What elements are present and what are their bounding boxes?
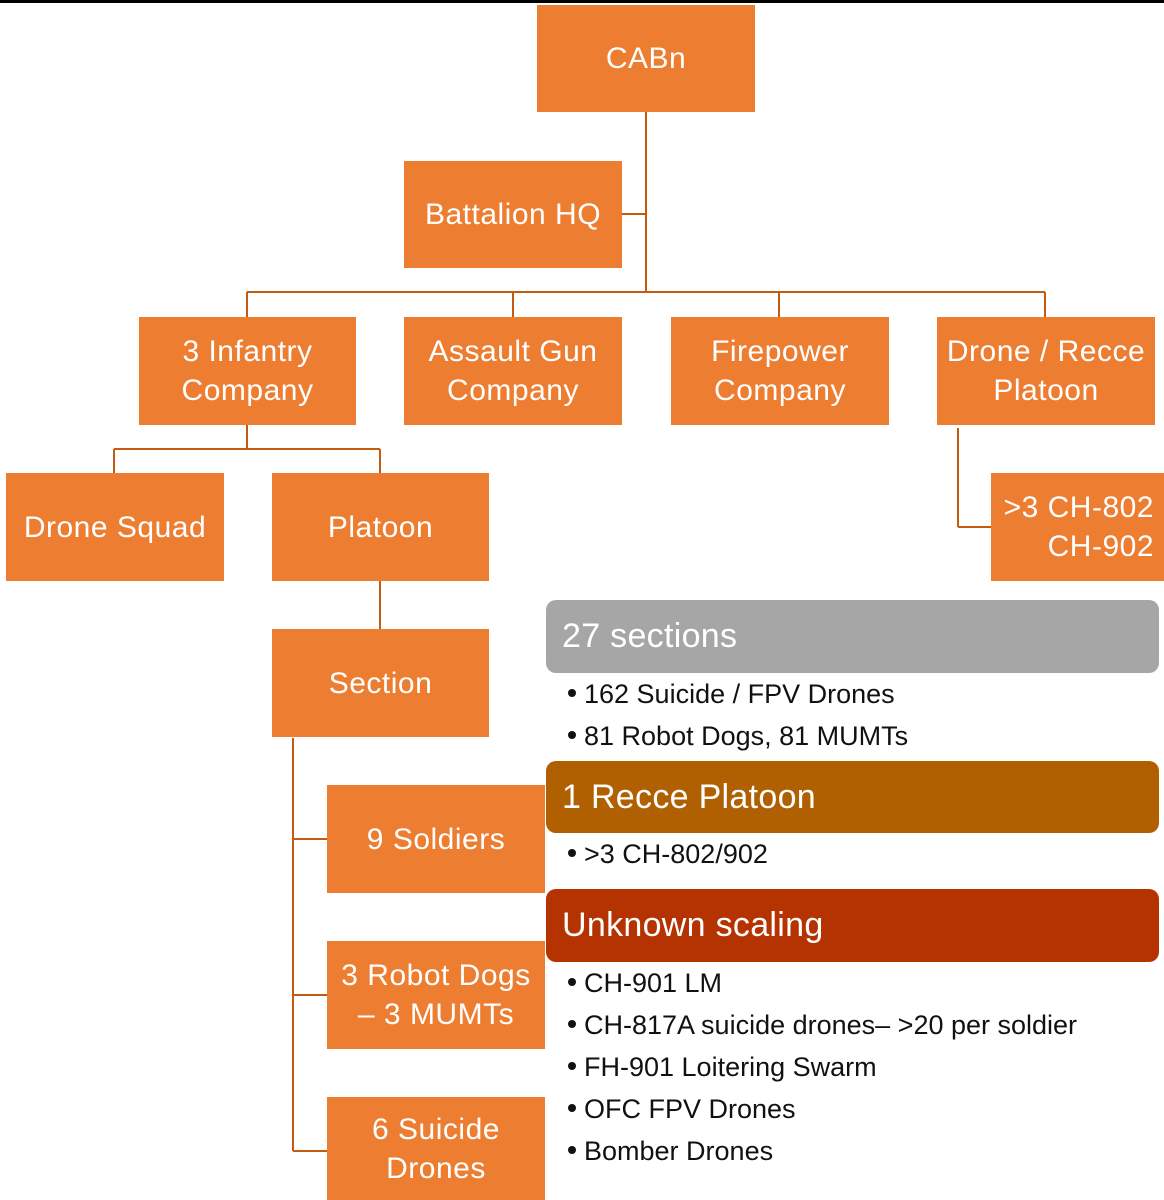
list-item: 81 Robot Dogs, 81 MUMTs: [562, 715, 908, 757]
robot-dogs-box: 3 Robot Dogs – 3 MUMTs: [327, 941, 545, 1049]
firepower-company-line-1: Firepower: [711, 335, 849, 368]
ch-models-line-1: >3 CH-802: [1003, 491, 1154, 524]
platoon-label: Platoon: [327, 510, 434, 544]
list-item-text: CH-817A suicide drones– >20 per soldier: [584, 1010, 1078, 1040]
bullet-icon: [568, 849, 576, 858]
firepower-company-box: Firepower Company: [671, 317, 889, 425]
bullet-icon: [568, 1062, 576, 1071]
list-item-text: 81 Robot Dogs, 81 MUMTs: [584, 721, 909, 751]
bullet-icon: [568, 978, 576, 987]
list-item-text: FH-901 Loitering Swarm: [584, 1052, 877, 1082]
unknown-list: CH-901 LM CH-817A suicide drones– >20 pe…: [562, 962, 1077, 1172]
robot-dogs-line-2: – 3 MUMTs: [357, 998, 515, 1031]
bullet-icon: [568, 1104, 576, 1113]
list-item: OFC FPV Drones: [562, 1088, 1077, 1130]
platoon-box: Platoon: [272, 473, 489, 581]
drone-squad-label: Drone Squad: [23, 510, 207, 544]
drone-recce-platoon-line-1: Drone / Recce: [946, 335, 1146, 368]
soldiers-label: 9 Soldiers: [366, 822, 506, 856]
sections-header-text: 27 sections: [562, 617, 738, 655]
list-item-text: Bomber Drones: [584, 1136, 774, 1166]
list-item: Bomber Drones: [562, 1130, 1077, 1172]
assault-gun-company-line-1: Assault Gun: [428, 335, 598, 368]
cabn-label: CABn: [605, 42, 687, 75]
list-item-text: >3 CH-802/902: [584, 839, 768, 869]
bullet-icon: [568, 1146, 576, 1155]
battalion-hq-label: Battalion HQ: [424, 198, 602, 231]
unknown-header: Unknown scaling: [546, 889, 1159, 962]
ch-models-box: >3 CH-802 CH-902: [991, 473, 1164, 581]
drone-recce-platoon-box: Drone / Recce Platoon: [937, 317, 1155, 425]
list-item-text: OFC FPV Drones: [584, 1094, 796, 1124]
drone-squad-box: Drone Squad: [6, 473, 224, 581]
section-box: Section: [272, 629, 489, 737]
suicide-drones-box: 6 Suicide Drones: [327, 1097, 545, 1200]
list-item-text: CH-901 LM: [584, 968, 723, 998]
list-item: FH-901 Loitering Swarm: [562, 1046, 1077, 1088]
list-item: CH-901 LM: [562, 962, 1077, 1004]
unknown-header-text: Unknown scaling: [562, 906, 824, 944]
bullet-icon: [568, 731, 576, 740]
sections-header: 27 sections: [546, 600, 1159, 673]
recce-header-text: 1 Recce Platoon: [562, 777, 816, 816]
bullet-icon: [568, 1020, 576, 1029]
list-item: 162 Suicide / FPV Drones: [562, 673, 908, 715]
suicide-drones-line-2: Drones: [386, 1151, 486, 1185]
cabn-box: CABn: [537, 5, 755, 112]
section-label: Section: [328, 666, 433, 700]
bullet-icon: [568, 689, 576, 698]
infantry-company-line-1: 3 Infantry: [182, 335, 313, 368]
top-rule: [0, 0, 1164, 3]
list-item: CH-817A suicide drones– >20 per soldier: [562, 1004, 1077, 1046]
battalion-hq-box: Battalion HQ: [404, 161, 622, 268]
ch-models-line-2: CH-902: [1047, 530, 1154, 563]
recce-list: >3 CH-802/902: [562, 833, 768, 875]
list-item-text: 162 Suicide / FPV Drones: [584, 679, 895, 709]
robot-dogs-line-1: 3 Robot Dogs: [341, 959, 531, 992]
infantry-company-box: 3 Infantry Company: [139, 317, 356, 425]
sections-list: 162 Suicide / FPV Drones 81 Robot Dogs, …: [562, 673, 908, 757]
assault-gun-company-box: Assault Gun Company: [404, 317, 622, 425]
list-item: >3 CH-802/902: [562, 833, 768, 875]
firepower-company-line-2: Company: [714, 374, 846, 407]
drone-recce-platoon-line-2: Platoon: [993, 374, 1099, 407]
suicide-drones-line-1: 6 Suicide: [372, 1112, 500, 1146]
recce-header: 1 Recce Platoon: [546, 761, 1159, 833]
infantry-company-line-2: Company: [181, 374, 314, 407]
soldiers-box: 9 Soldiers: [327, 785, 545, 893]
assault-gun-company-line-2: Company: [447, 374, 579, 407]
